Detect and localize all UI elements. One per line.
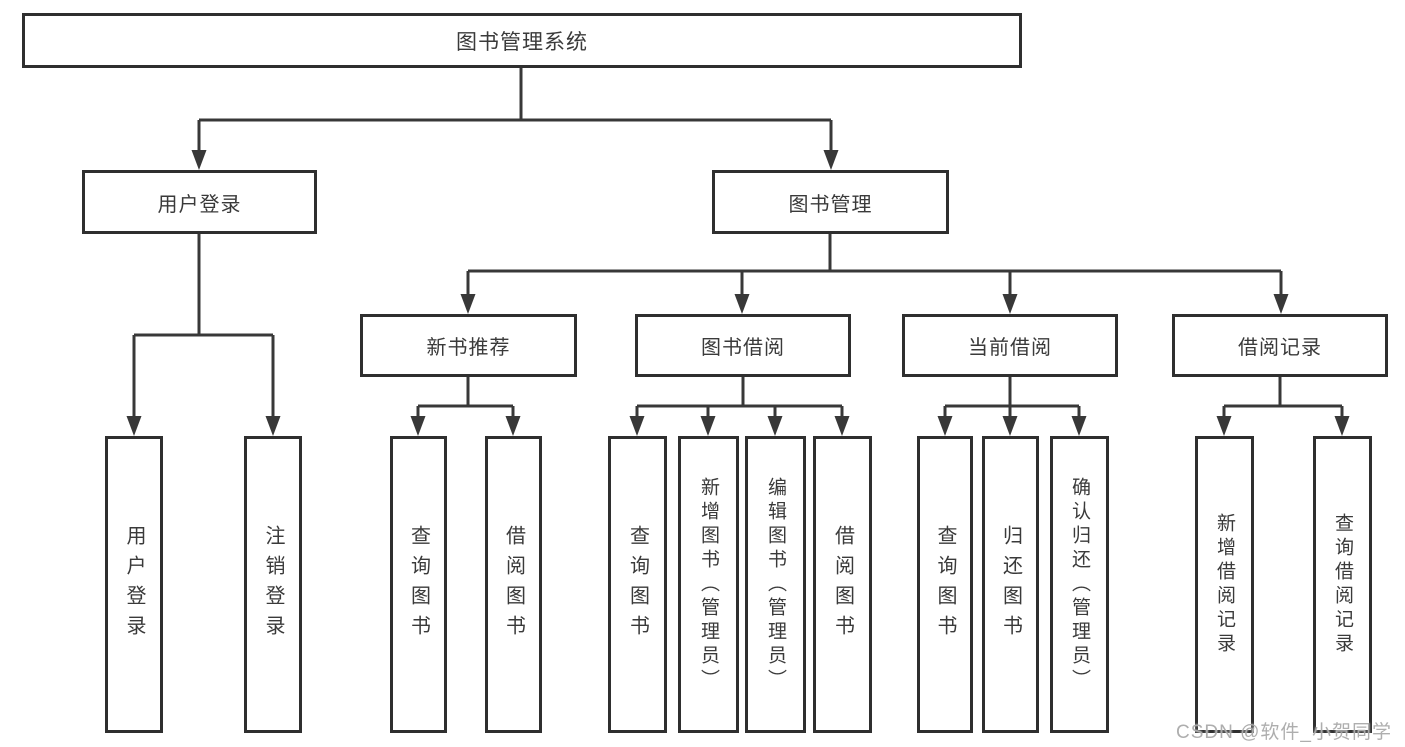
arrowhead-down-icon [1334, 416, 1350, 436]
node-current-borrow: 当前借阅 [902, 314, 1118, 377]
leaf-return-book: 归还图书 [982, 436, 1039, 733]
arrowhead-down-icon [1273, 294, 1289, 314]
arrowhead-down-icon [460, 294, 476, 314]
node-library-management-system: 图书管理系统 [22, 13, 1022, 68]
arrowhead-down-icon [1002, 294, 1018, 314]
leaf-borrow-book-1: 借阅图书 [485, 436, 542, 733]
arrowhead-down-icon [265, 416, 281, 436]
arrowhead-down-icon [823, 150, 839, 170]
arrowhead-down-icon [1216, 416, 1232, 436]
arrowhead-down-icon [1002, 416, 1018, 436]
node-book-management: 图书管理 [712, 170, 949, 234]
arrowhead-down-icon [937, 416, 953, 436]
leaf-query-book-2: 查询图书 [608, 436, 667, 733]
arrowhead-down-icon [191, 150, 207, 170]
arrowhead-down-icon [126, 416, 142, 436]
leaf-query-book-1: 查询图书 [390, 436, 447, 733]
arrowhead-down-icon [767, 416, 783, 436]
arrowhead-down-icon [700, 416, 716, 436]
arrowhead-down-icon [629, 416, 645, 436]
node-user-login: 用户登录 [82, 170, 317, 234]
arrowhead-down-icon [410, 416, 426, 436]
node-borrow-records: 借阅记录 [1172, 314, 1388, 377]
node-new-book-recommend: 新书推荐 [360, 314, 577, 377]
leaf-query-borrow-record: 查询借阅记录 [1313, 436, 1372, 733]
leaf-edit-book-admin: 编辑图书（管理员） [745, 436, 806, 733]
leaf-add-borrow-record: 新增借阅记录 [1195, 436, 1254, 733]
leaf-borrow-book-2: 借阅图书 [813, 436, 872, 733]
leaf-query-book-3: 查询图书 [917, 436, 973, 733]
arrowhead-down-icon [734, 294, 750, 314]
arrowhead-down-icon [834, 416, 850, 436]
node-book-borrow: 图书借阅 [635, 314, 851, 377]
leaf-user-login: 用户登录 [105, 436, 163, 733]
arrowhead-down-icon [505, 416, 521, 436]
leaf-add-book-admin: 新增图书（管理员） [678, 436, 739, 733]
arrowhead-down-icon [1071, 416, 1087, 436]
csdn-watermark: CSDN @软件_小贺同学 [1176, 722, 1392, 743]
leaf-confirm-return-admin: 确认归还（管理员） [1050, 436, 1109, 733]
leaf-logout: 注销登录 [244, 436, 302, 733]
